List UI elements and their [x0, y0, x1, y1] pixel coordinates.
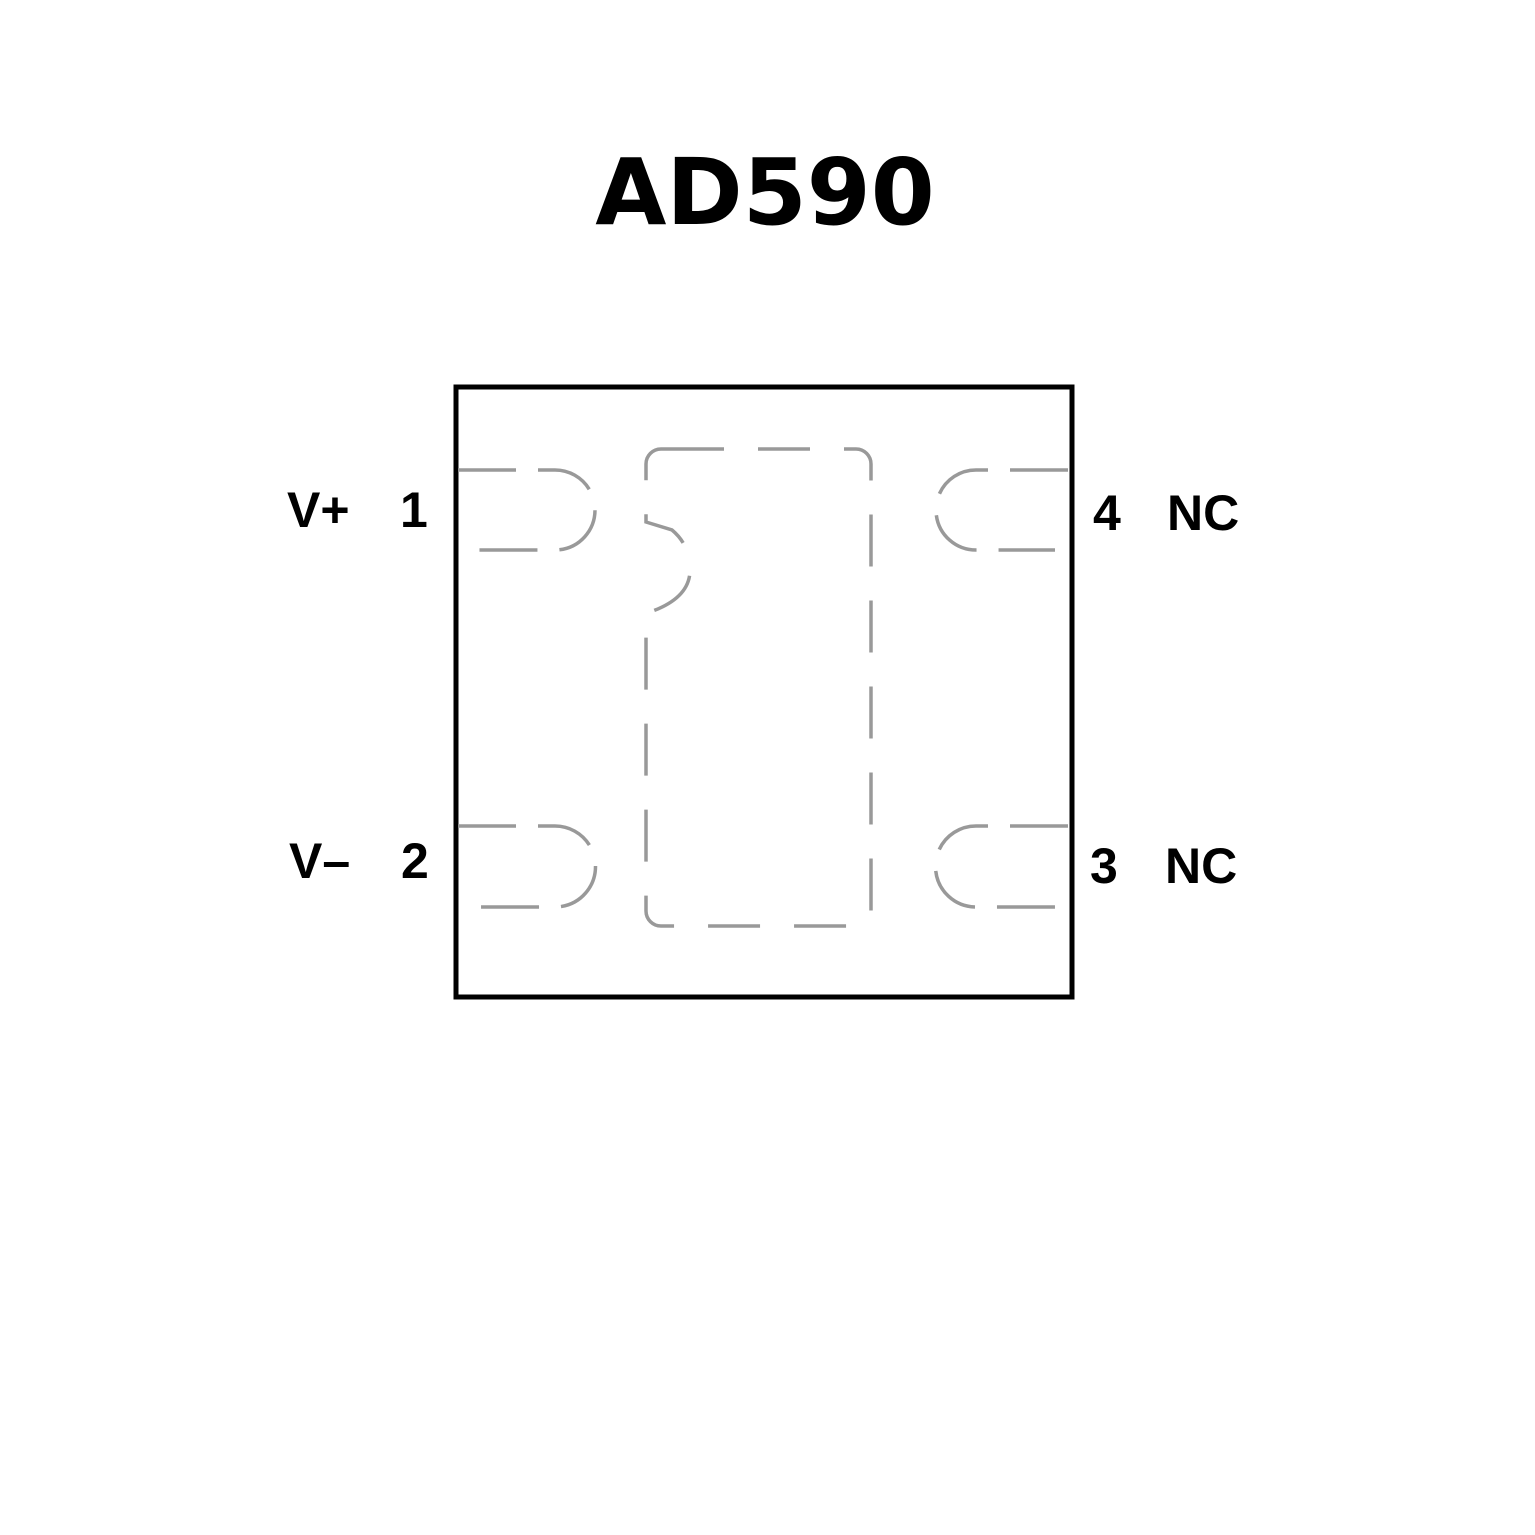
- pin-4-name: NC: [1167, 485, 1239, 541]
- pad-2: [458, 824, 598, 909]
- pin-1-name: V+: [287, 482, 350, 538]
- pin-2-number: 2: [401, 833, 429, 889]
- pad-4: [934, 468, 1068, 552]
- pin-2-name: V–: [289, 833, 350, 889]
- pad-3: [933, 824, 1068, 909]
- pin-3-number: 3: [1090, 838, 1118, 894]
- exposed-paddle: [644, 447, 873, 928]
- pin-4-number: 4: [1093, 485, 1121, 541]
- package-outline: [453, 384, 1075, 1000]
- pin-1-number: 1: [400, 482, 428, 538]
- chip-title: AD590: [595, 139, 935, 246]
- pin-3-name: NC: [1165, 838, 1237, 894]
- pad-1: [458, 468, 597, 552]
